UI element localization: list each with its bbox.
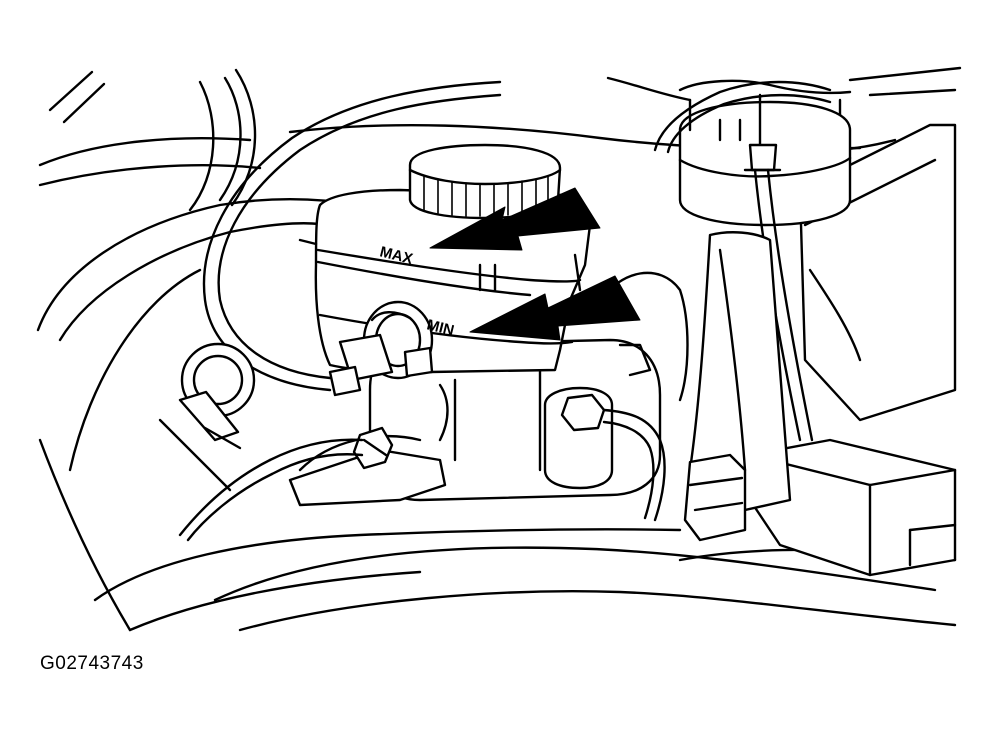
min-arrow bbox=[469, 275, 641, 341]
right-hoses bbox=[683, 168, 814, 542]
fluid-level-sensor bbox=[328, 300, 434, 397]
left-hose-fitting bbox=[158, 342, 256, 492]
upper-right-cap-assembly bbox=[678, 79, 852, 227]
min-label: MIN bbox=[425, 316, 456, 339]
brake-line-fittings bbox=[178, 271, 689, 542]
figure-id-label: G02743743 bbox=[40, 653, 144, 674]
max-arrow bbox=[429, 187, 601, 251]
